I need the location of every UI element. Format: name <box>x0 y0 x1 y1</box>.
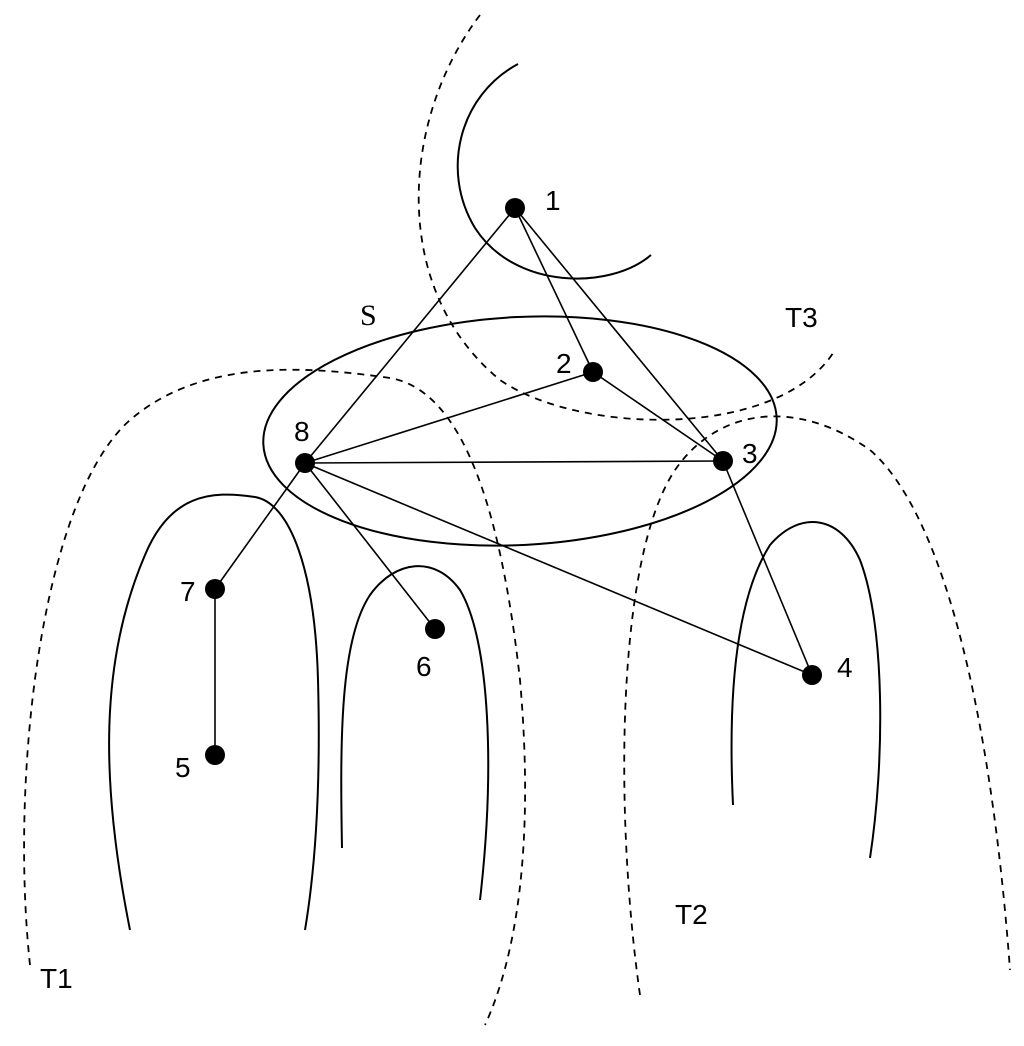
arc-top-outline <box>456 63 652 280</box>
node-3 <box>713 451 733 471</box>
label-t2: T2 <box>675 899 708 930</box>
edge-8-4 <box>304 462 813 676</box>
node-1 <box>505 198 525 218</box>
edge-1-2 <box>514 207 594 373</box>
node-label-8: 8 <box>294 416 310 447</box>
edge-8-7 <box>214 462 306 590</box>
edge-2-8 <box>304 371 594 464</box>
node-8 <box>295 453 315 473</box>
node-label-1: 1 <box>545 185 561 216</box>
node-4 <box>802 665 822 685</box>
label-s: S <box>360 299 377 332</box>
region-t2-boundary <box>623 415 1011 996</box>
node-label-3: 3 <box>742 438 758 469</box>
node-label-7: 7 <box>180 576 196 607</box>
node-5 <box>205 745 225 765</box>
finger-middle-outline <box>340 565 490 901</box>
node-7 <box>205 579 225 599</box>
finger-left-outline <box>108 493 320 931</box>
region-t1-boundary <box>23 368 526 1026</box>
node-6 <box>425 619 445 639</box>
edge-1-8 <box>304 207 516 464</box>
node-label-4: 4 <box>837 652 853 683</box>
edge-2-3 <box>592 371 724 462</box>
node-layer: 1 2 3 4 5 6 7 8 <box>175 185 853 783</box>
edge-1-3 <box>514 207 724 462</box>
node-label-5: 5 <box>175 752 191 783</box>
node-label-2: 2 <box>556 348 572 379</box>
label-t1: T1 <box>40 963 73 994</box>
separator-s-ellipse <box>262 315 778 547</box>
edge-8-3 <box>304 460 724 464</box>
region-t3-boundary <box>417 14 836 421</box>
edge-3-4 <box>722 460 813 676</box>
node-2 <box>583 362 603 382</box>
edge-8-6 <box>304 462 436 630</box>
edge-layer <box>214 207 813 755</box>
node-label-6: 6 <box>416 651 432 682</box>
finger-right-outline <box>730 521 882 859</box>
label-t3: T3 <box>785 302 818 333</box>
